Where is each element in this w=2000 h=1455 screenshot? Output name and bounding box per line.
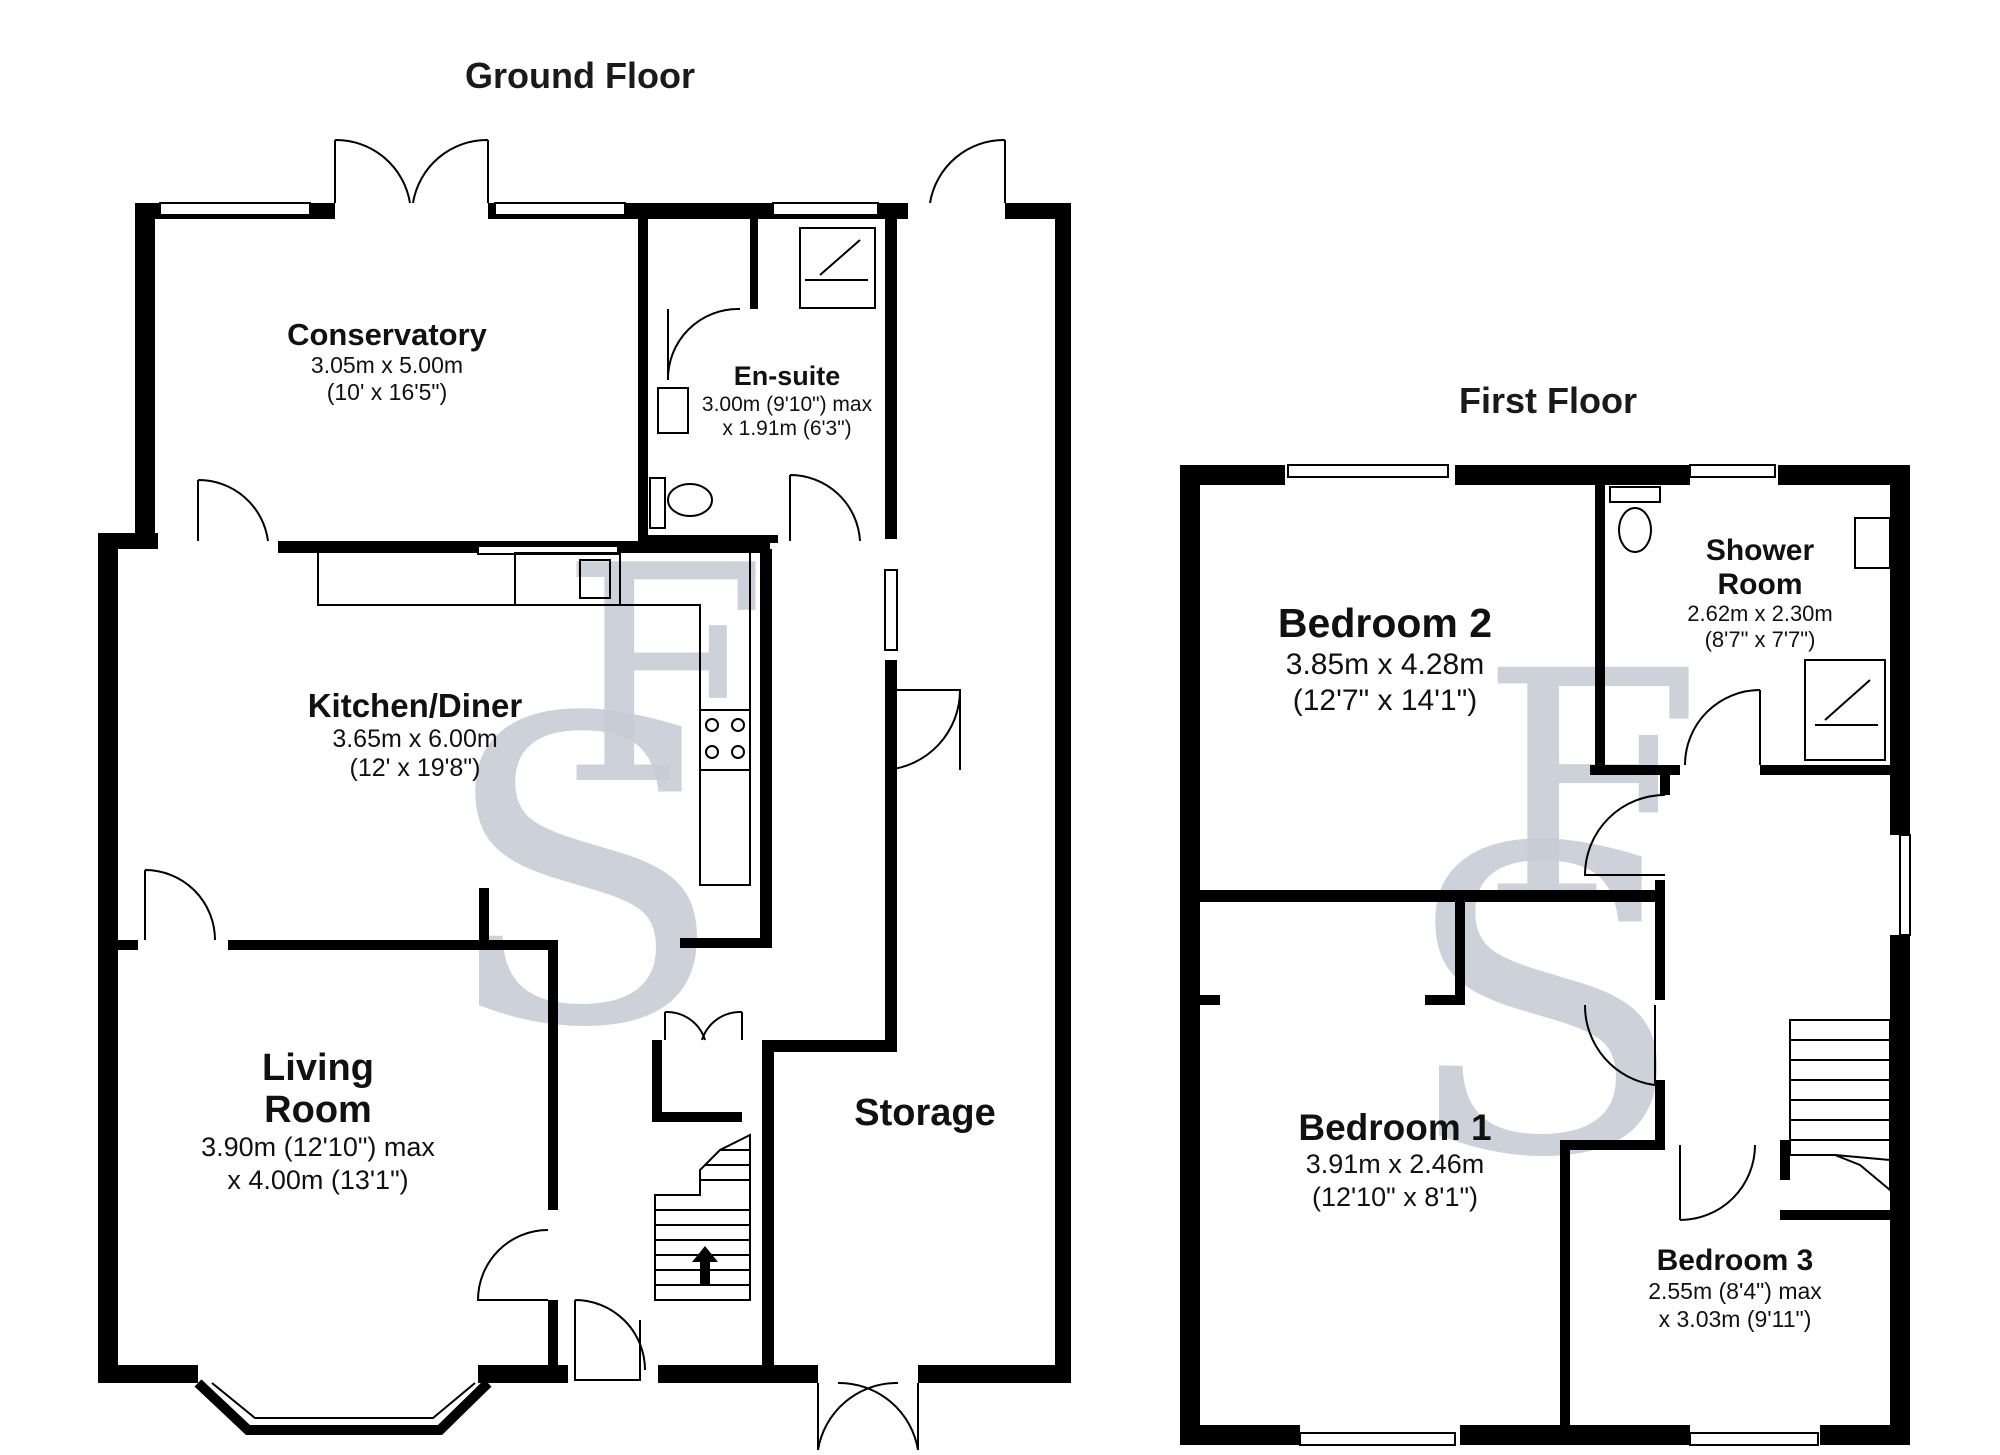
ground-floor-windows (159, 202, 898, 651)
room-name: Bedroom 3 (1657, 1244, 1814, 1277)
room-name: Room (1718, 568, 1803, 601)
room-dimensions: 2.62m x 2.30m (1687, 601, 1833, 626)
room-name: Bedroom 2 (1278, 600, 1492, 646)
room-label-kitchen: Kitchen/Diner 3.65m x 6.00m (12' x 19'8"… (308, 687, 523, 782)
watermark-ground: S F (440, 502, 768, 1120)
first-floor-title: First Floor (1459, 380, 1637, 421)
bay-window (194, 1379, 492, 1435)
room-name: Shower (1706, 534, 1815, 567)
room-name: Conservatory (287, 317, 488, 352)
basin-icon (657, 387, 689, 434)
room-label-living: Living Room 3.90m (12'10") max x 4.00m (… (201, 1047, 435, 1195)
first-floor-windows (1287, 464, 1911, 1446)
room-dimensions: x 3.03m (9'11") (1659, 1306, 1812, 1332)
room-dimensions: 3.91m x 2.46m (1306, 1149, 1485, 1179)
ensuite-fixtures (649, 227, 876, 529)
room-dimensions: (10' x 16'5") (327, 379, 448, 405)
room-name: En-suite (734, 361, 841, 391)
room-dimensions: 3.65m x 6.00m (332, 725, 497, 753)
watermark-letter-s: S (440, 631, 728, 1120)
shower-tray-icon (799, 227, 876, 309)
room-dimensions: 2.55m (8'4") max (1648, 1278, 1822, 1304)
room-name: Bedroom 1 (1298, 1107, 1491, 1148)
room-dimensions: 3.85m x 4.28m (1286, 648, 1484, 681)
room-dimensions: 3.05m x 5.00m (311, 352, 463, 378)
arrow-up-icon (692, 1246, 718, 1285)
staircase-icon (1789, 1019, 1891, 1193)
wc-icon (1609, 486, 1661, 553)
shower-room-fixtures (1609, 486, 1891, 761)
wc-icon (649, 477, 713, 529)
room-dimensions: (8'7" x 7'7") (1705, 627, 1816, 652)
room-label-conservatory: Conservatory 3.05m x 5.00m (10' x 16'5") (287, 317, 488, 405)
watermark-first: S F (1400, 604, 1702, 1250)
room-label-storage: Storage (854, 1092, 995, 1134)
room-dimensions: 3.90m (12'10") max (201, 1132, 435, 1162)
room-label-shower-room: Shower Room 2.62m x 2.30m (8'7" x 7'7") (1687, 534, 1833, 652)
room-label-bedroom2: Bedroom 2 3.85m x 4.28m (12'7" x 14'1") (1278, 600, 1492, 717)
room-name: Room (264, 1089, 372, 1131)
room-dimensions: (12'7" x 14'1") (1293, 684, 1478, 717)
kitchen-fittings (317, 552, 751, 886)
shower-tray-icon (1804, 659, 1886, 761)
room-dimensions: (12'10" x 8'1") (1312, 1182, 1478, 1212)
room-label-bedroom1: Bedroom 1 3.91m x 2.46m (12'10" x 8'1") (1298, 1107, 1491, 1212)
room-name: Kitchen/Diner (308, 687, 523, 724)
basin-icon (1854, 517, 1891, 569)
sink-icon (514, 552, 621, 606)
ground-floor-title: Ground Floor (465, 55, 695, 96)
ground-floor-doors (144, 138, 1006, 1451)
room-dimensions: 3.00m (9'10") max (702, 393, 873, 416)
room-dimensions: x 4.00m (13'1") (227, 1165, 408, 1195)
watermark-letter-s: S (1400, 761, 1688, 1250)
room-name: Storage (854, 1092, 995, 1134)
room-dimensions: (12' x 19'8") (350, 754, 481, 782)
first-floor-doors (1583, 689, 1761, 1221)
room-name: Living (262, 1047, 374, 1089)
hob-icon (699, 709, 751, 771)
room-label-ensuite: En-suite 3.00m (9'10") max x 1.91m (6'3"… (702, 361, 873, 440)
first-floor-walls (1180, 465, 1910, 1445)
room-dimensions: x 1.91m (6'3") (722, 417, 851, 440)
room-label-bedroom3: Bedroom 3 2.55m (8'4") max x 3.03m (9'11… (1648, 1244, 1822, 1332)
